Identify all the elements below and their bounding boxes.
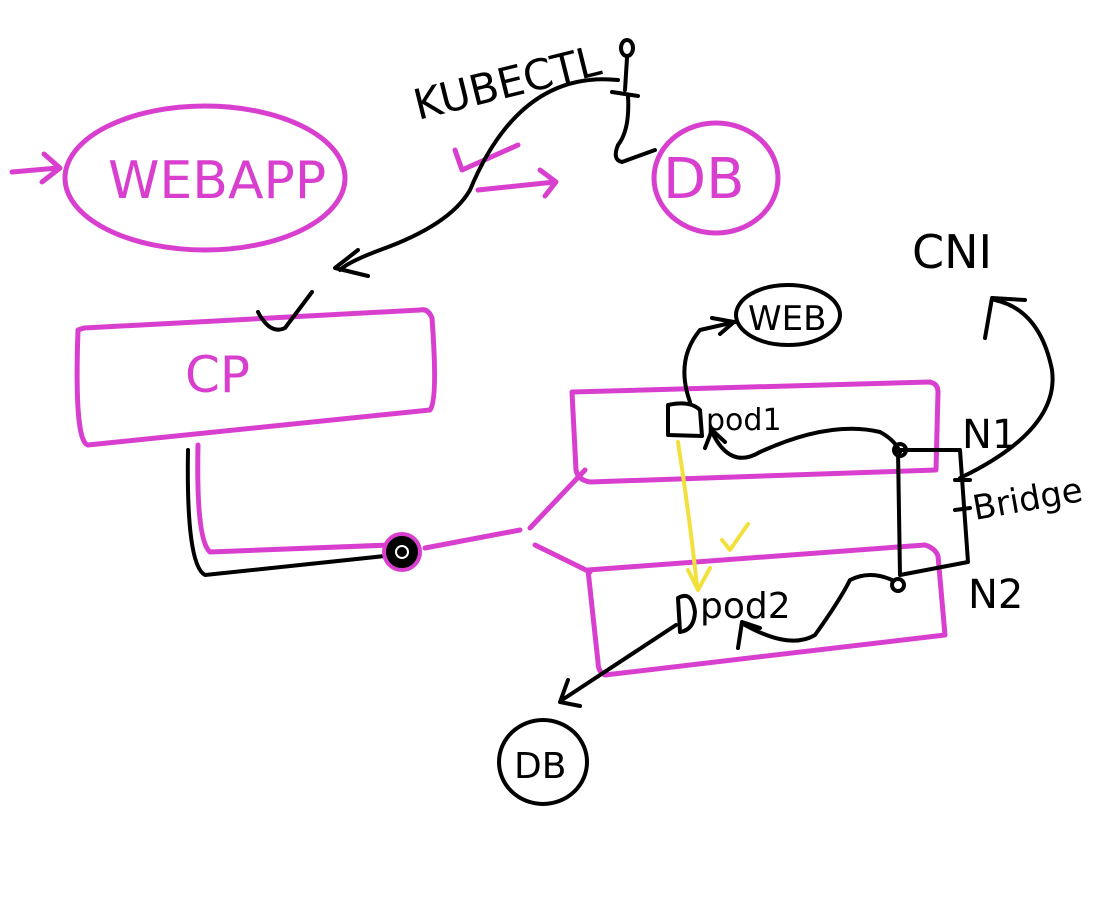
db-bottom-label: DB xyxy=(514,746,566,787)
yellow-check-mark xyxy=(720,522,750,552)
cp-label: CP xyxy=(185,346,250,404)
pod2-bridge-curve xyxy=(743,573,894,643)
user-head xyxy=(619,38,635,58)
branch-up xyxy=(527,467,588,531)
pod2-circle xyxy=(676,593,697,634)
pod1-label: pod1 xyxy=(706,403,782,438)
n2-label: N2 xyxy=(968,572,1023,618)
cni-curve xyxy=(958,298,1055,480)
webapp-label: WEBAPP xyxy=(108,151,326,211)
node2-box xyxy=(585,542,948,678)
pod2-db-line xyxy=(560,623,678,702)
cni-label: CNI xyxy=(912,225,992,279)
cni-arrowhead xyxy=(983,296,1027,340)
cp-check-mark xyxy=(256,290,314,332)
user-body xyxy=(610,56,657,164)
branch-down xyxy=(532,542,593,575)
cp-leg xyxy=(195,442,393,555)
db-bottom-ellipse xyxy=(497,718,589,806)
pod1-to-web-line xyxy=(682,320,737,404)
bridge-bottom-dot xyxy=(890,577,906,593)
cp-box xyxy=(74,307,438,448)
pod2-label: pod2 xyxy=(700,586,791,627)
yellow-arrowhead xyxy=(686,566,712,592)
pod1-bridge-curve xyxy=(710,426,902,460)
pod1-web-arrow xyxy=(710,316,736,336)
incoming-arrow xyxy=(9,151,63,185)
yellow-arrow xyxy=(676,440,699,588)
pod1-bridge-arrow xyxy=(703,428,727,450)
junction-dot-inner xyxy=(395,545,409,559)
bridge-rect xyxy=(896,448,970,577)
bridge-tick xyxy=(953,478,972,512)
cp-junction-ink xyxy=(185,448,387,577)
kubectl-curve xyxy=(338,77,620,272)
pink-check-mark xyxy=(452,142,521,173)
bridge-label: Bridge xyxy=(970,470,1086,529)
node1-box xyxy=(569,379,941,485)
webapp-ellipse xyxy=(62,103,348,253)
web-label: WEB xyxy=(748,299,826,339)
pod2-bridge-arrow xyxy=(736,620,762,650)
pod1-square xyxy=(666,401,704,438)
pod2-db-arrow xyxy=(558,678,582,708)
pink-arrow-webapp-db xyxy=(475,167,559,199)
web-ellipse xyxy=(734,283,842,347)
bridge-top-dot xyxy=(892,442,908,458)
db-top-circle xyxy=(651,120,781,236)
kubectl-arrowhead xyxy=(333,248,370,278)
db-top-label: DB xyxy=(663,147,745,212)
junction-dot xyxy=(382,532,422,572)
junction-to-nodes-line xyxy=(422,527,523,551)
